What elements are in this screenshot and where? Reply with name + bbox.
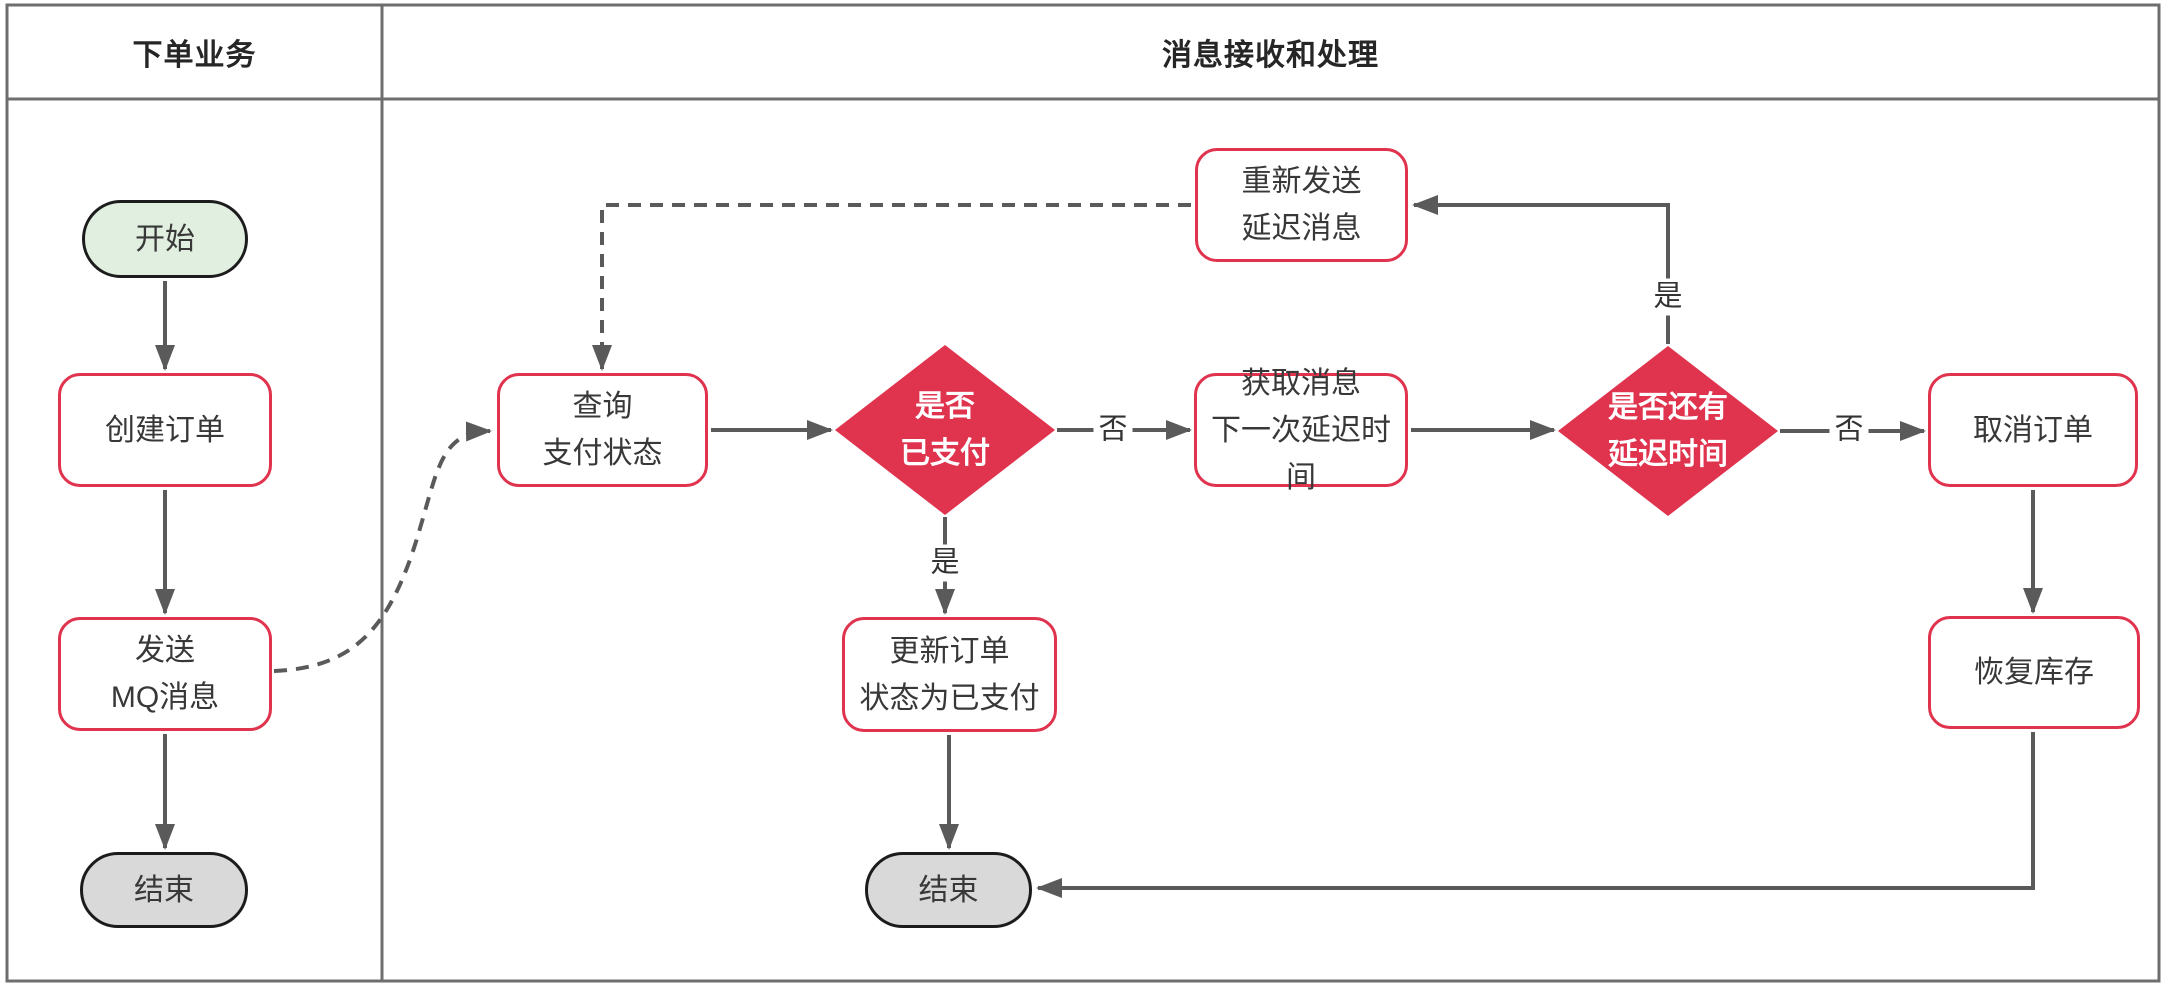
node-send-mq-line2: MQ消息 [110,681,220,714]
node-fetch-line2: 下一次延迟时间 [1211,413,1391,494]
decision-has-delay-line2: 延迟时间 [1608,438,1728,471]
node-create-order-label: 创建订单 [105,413,225,447]
decision-has-delay-line1: 是否还有 [1608,391,1728,424]
node-update-line1: 更新订单 [889,634,1010,668]
edge-restore-endright [1036,732,2035,898]
edge-label-delay-no: 否 [1829,411,1869,449]
node-start-label: 开始 [135,222,195,256]
node-resend-delay-message: 重新发送 延迟消息 [1195,148,1408,262]
lane-title-message-processing: 消息接收和处理 [1162,39,1379,72]
node-cancel-order: 取消订单 [1928,373,2138,487]
node-fetch-line1: 获取消息 [1241,366,1361,400]
node-resend-line2: 延迟消息 [1241,212,1362,245]
node-end-right: 结束 [865,852,1032,928]
edge-sendmq-query-dashed [273,421,492,673]
node-fetch-next-delay: 获取消息 下一次延迟时间 [1194,367,1408,494]
edge-resend-query-dashed [592,203,1191,371]
node-query-line2: 支付状态 [542,437,663,470]
lane-title-order-business: 下单业务 [132,39,257,72]
node-send-mq-message: 发送 MQ消息 [58,617,272,731]
edge-label-paid-yes: 是 [925,544,965,582]
node-end-left: 结束 [80,852,248,928]
node-send-mq-line1: 发送 [135,634,195,667]
decision-is-paid-line1: 是否 [915,390,975,423]
node-query-line1: 查询 [572,390,633,423]
node-resend-line1: 重新发送 [1241,165,1362,198]
node-start: 开始 [82,200,248,278]
node-query-payment-status: 查询 支付状态 [497,373,708,487]
decision-is-paid-line2: 已支付 [900,437,990,470]
node-cancel-label: 取消订单 [1973,413,2093,447]
lane-frame [5,3,2161,983]
node-update-order-status: 更新订单 状态为已支付 [842,617,1057,732]
edge-hasdelay-resend [1412,195,1670,344]
node-end-right-label: 结束 [918,873,979,907]
node-create-order: 创建订单 [58,373,272,487]
node-restore-stock: 恢复库存 [1928,616,2140,729]
node-restore-label: 恢复库存 [1974,656,2094,689]
edge-label-paid-no: 否 [1093,411,1133,449]
node-end-left-label: 结束 [134,873,194,907]
edge-label-delay-yes: 是 [1648,278,1688,316]
node-update-line2: 状态为已支付 [859,681,1040,715]
